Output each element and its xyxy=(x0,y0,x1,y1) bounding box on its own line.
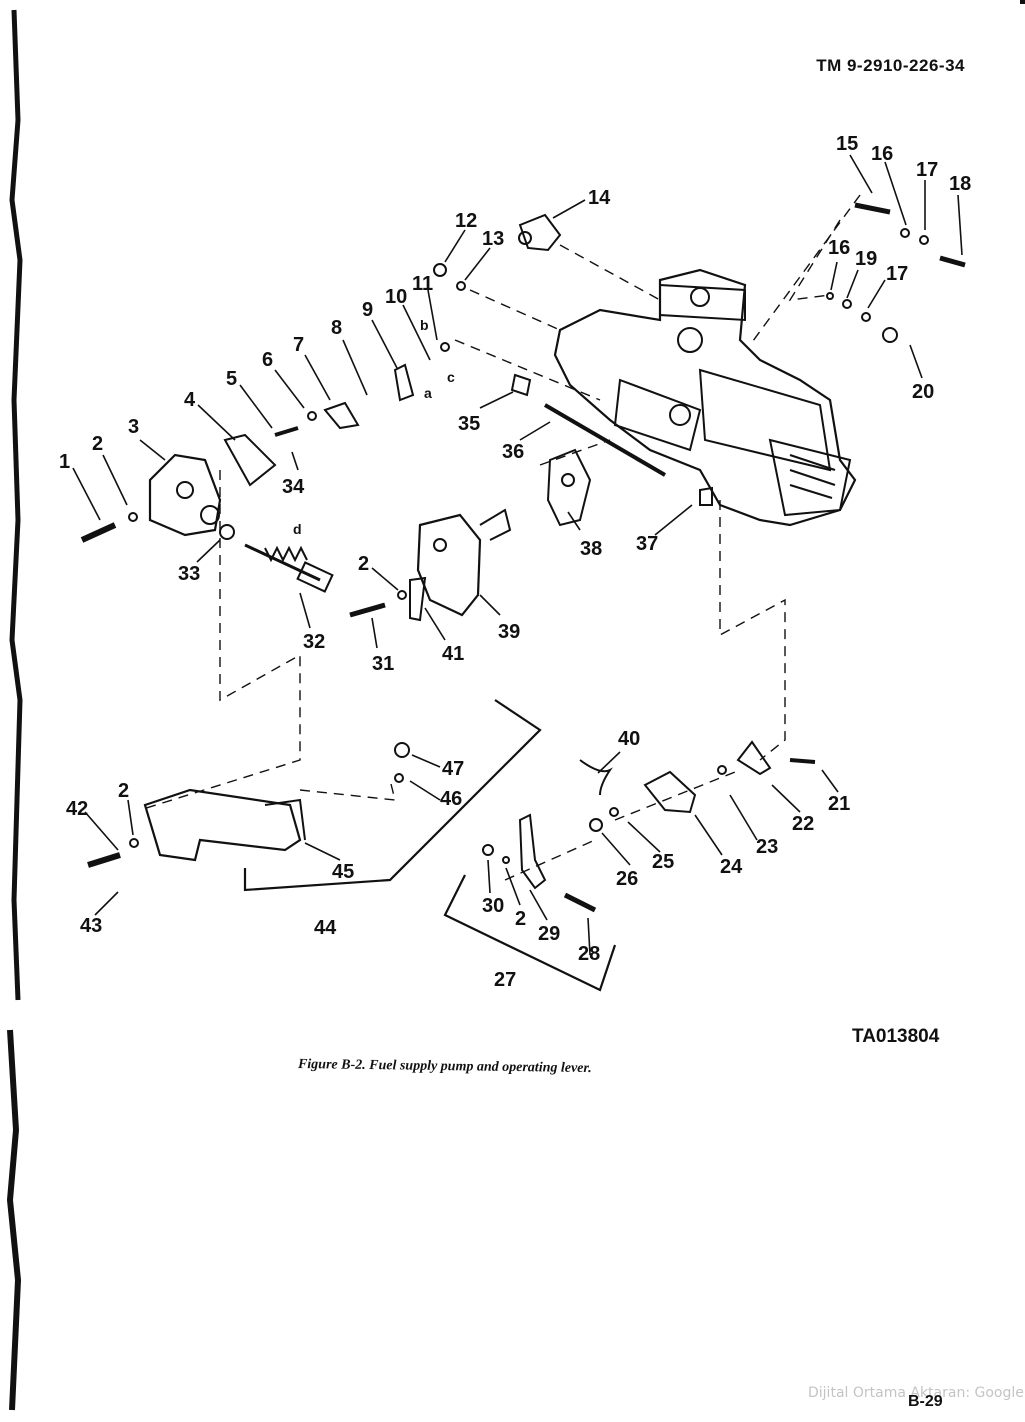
callout-2: 2 xyxy=(92,433,103,455)
figure-tag: TA013804 xyxy=(852,1026,940,1047)
callout-37: 37 xyxy=(636,533,658,555)
callout-40: 40 xyxy=(618,728,640,750)
sub-callout-d: d xyxy=(293,521,302,537)
digitizer-watermark: Dijital Ortama Aktaran: Google xyxy=(808,1385,1024,1401)
callout-13: 13 xyxy=(482,228,504,250)
callout-44: 44 xyxy=(314,917,337,939)
callout-28: 28 xyxy=(578,943,600,965)
tm-number: TM 9-2910-226-34 xyxy=(816,56,965,75)
callout-16: 16 xyxy=(871,143,893,165)
sub-callout-b: b xyxy=(420,317,429,333)
callout-47: 47 xyxy=(442,758,464,780)
callout-24: 24 xyxy=(720,856,743,878)
callout-31: 31 xyxy=(372,653,394,675)
callout-46: 46 xyxy=(440,788,462,810)
callout-4: 4 xyxy=(184,389,196,411)
callout-39: 39 xyxy=(498,621,520,643)
callout-18: 18 xyxy=(949,173,971,195)
callout-9: 9 xyxy=(362,299,373,321)
callout-2d: 2 xyxy=(515,908,526,930)
callout-36: 36 xyxy=(502,441,524,463)
callout-17: 17 xyxy=(916,159,938,181)
callout-2b: 2 xyxy=(358,553,369,575)
callout-11: 11 xyxy=(412,273,433,295)
callout-2c: 2 xyxy=(118,780,129,802)
callout-33: 33 xyxy=(178,563,200,585)
callout-16b: 16 xyxy=(828,237,850,259)
callout-20: 20 xyxy=(912,381,934,403)
callout-15: 15 xyxy=(836,133,858,155)
page-number: B-29 xyxy=(908,1393,943,1410)
callout-14: 14 xyxy=(588,187,611,209)
sub-callout-a: a xyxy=(424,385,432,401)
callout-41: 41 xyxy=(442,643,464,665)
callout-12: 12 xyxy=(455,210,477,232)
callout-10: 10 xyxy=(385,286,407,308)
callout-34: 34 xyxy=(282,476,305,498)
callout-8: 8 xyxy=(331,317,342,339)
callout-26: 26 xyxy=(616,868,638,890)
callout-43: 43 xyxy=(80,915,102,937)
callout-25: 25 xyxy=(652,851,674,873)
callout-45: 45 xyxy=(332,861,354,883)
callout-17b: 17 xyxy=(886,263,908,285)
callout-21: 21 xyxy=(828,793,850,815)
diagram-lines xyxy=(72,154,966,992)
callout-35: 35 xyxy=(458,413,480,435)
callout-labels: 1 2 3 4 5 6 7 8 9 10 11 12 13 14 15 16 1… xyxy=(59,133,971,991)
callout-3: 3 xyxy=(128,416,139,438)
callout-32: 32 xyxy=(303,631,325,653)
callout-29: 29 xyxy=(538,923,560,945)
callout-22: 22 xyxy=(792,813,814,835)
callout-42: 42 xyxy=(66,798,88,820)
callout-19: 19 xyxy=(855,248,877,270)
sub-callout-c: c xyxy=(447,369,455,385)
callout-27: 27 xyxy=(494,969,516,991)
callout-7: 7 xyxy=(293,334,304,356)
callout-5: 5 xyxy=(226,368,237,390)
callout-38: 38 xyxy=(580,538,602,560)
callout-6: 6 xyxy=(262,349,273,371)
callout-30: 30 xyxy=(482,895,504,917)
callout-23: 23 xyxy=(756,836,778,858)
callout-1: 1 xyxy=(59,451,70,473)
